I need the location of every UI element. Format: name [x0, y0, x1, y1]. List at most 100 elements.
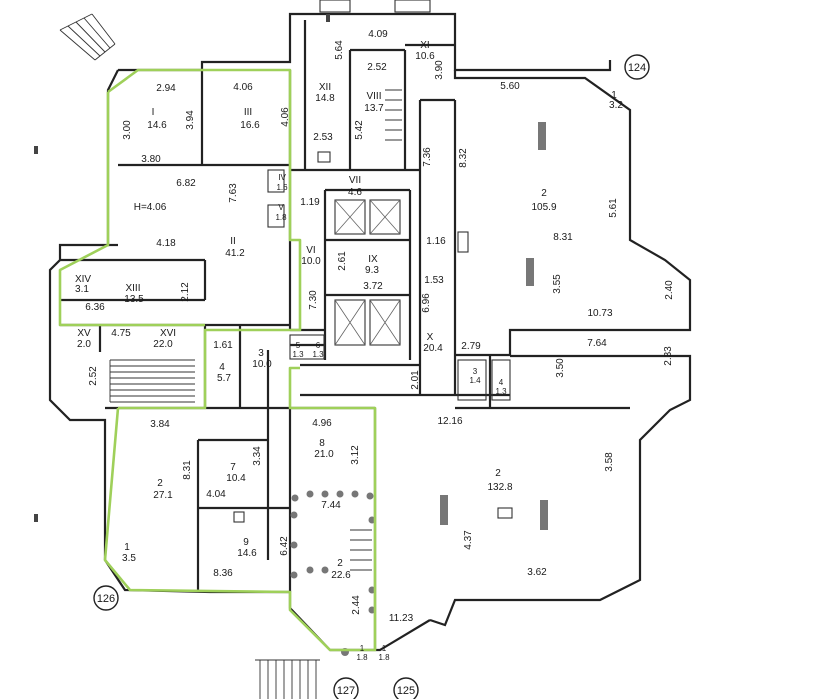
room-num: 2: [337, 558, 343, 569]
room-area: 3.5: [122, 553, 136, 564]
dim: 3.90: [434, 60, 445, 80]
dim: 4.96: [312, 418, 332, 429]
marker-126: 126: [93, 585, 119, 611]
dim: 4.04: [206, 489, 226, 500]
room-area: 13.5: [124, 294, 144, 305]
room-area: 27.1: [153, 490, 173, 501]
marker-127: 127: [333, 677, 359, 699]
marker-label: 127: [337, 685, 355, 697]
room-area: 2.0: [77, 339, 91, 350]
dim: 2.33: [663, 346, 674, 366]
dim: 2.44: [351, 595, 362, 615]
room-num: 4: [219, 362, 225, 373]
room-area: 13.7: [364, 103, 384, 114]
room-num: 1: [360, 644, 365, 653]
dim: 3.12: [350, 445, 361, 465]
room-num: 2: [495, 468, 501, 479]
room-num: XI: [420, 40, 429, 51]
room-area: 14.6: [147, 120, 167, 131]
dim: 4.06: [233, 82, 253, 93]
dim: 7.64: [587, 338, 607, 349]
room-num: 3: [258, 348, 264, 359]
room-area: 22.6: [331, 570, 351, 581]
room-area: 1.3: [292, 350, 304, 359]
dim: 4.09: [368, 29, 388, 40]
dim: 3.80: [141, 154, 161, 165]
room-num: V: [278, 203, 284, 212]
dim: 5.60: [500, 81, 520, 92]
dim: 5.42: [354, 120, 365, 140]
dim: 8.31: [182, 460, 193, 480]
room-num: 1: [382, 644, 387, 653]
dim: 6.82: [176, 178, 196, 189]
dimension-labels: 2.94 4.06 3.80 4.09 2.52 2.53 5.60 6.82 …: [85, 29, 613, 624]
room-num: XVI: [160, 328, 176, 339]
dim: 2.94: [156, 83, 176, 94]
marker-125: 125: [393, 677, 419, 699]
room-area: 16.6: [240, 120, 260, 131]
room-num: II: [230, 236, 236, 247]
highlight-outlines: [58, 68, 377, 652]
dim: 3.58: [604, 452, 615, 472]
room-area: 41.2: [225, 248, 245, 259]
room-num: IX: [368, 254, 378, 265]
room-num: VII: [349, 175, 361, 186]
room-area: 1.4: [469, 376, 481, 385]
room-num: 3: [473, 367, 478, 376]
room-area: 1.8: [356, 653, 368, 662]
room-area: 10.4: [226, 473, 246, 484]
room-num: III: [244, 107, 252, 118]
dim: 2.40: [664, 280, 675, 300]
room-labels: I 14.6 III 16.6 XII 14.8 VIII 13.7 XI 10…: [75, 40, 623, 662]
room-num: XV: [77, 328, 91, 339]
dim: 3.94: [185, 110, 196, 130]
room-area: 22.0: [153, 339, 173, 350]
room-num: XIV: [75, 274, 91, 285]
stairs: [59, 0, 431, 699]
dim: 3.00: [122, 120, 133, 140]
dim: 6.96: [421, 293, 432, 313]
room-area: 20.4: [423, 343, 443, 354]
dim: 2.61: [337, 251, 348, 271]
dim: 5.61: [608, 198, 619, 218]
dim: 1.16: [426, 236, 446, 247]
dim: 2.52: [367, 62, 387, 73]
room-area: 14.8: [315, 93, 335, 104]
dim: 7.44: [321, 500, 341, 511]
dim: 2.79: [461, 341, 481, 352]
room-area: 3.2: [609, 100, 623, 111]
dim: 4.18: [156, 238, 176, 249]
dim: 7.63: [228, 183, 239, 203]
room-num: 1: [124, 542, 130, 553]
dim: 10.73: [587, 308, 612, 319]
room-area: 3.1: [75, 284, 89, 295]
marker-124: 124: [624, 54, 650, 80]
room-num: 2: [157, 478, 163, 489]
dim: 3.50: [555, 358, 566, 378]
columns: [233, 122, 548, 530]
room-area: 10.6: [415, 51, 435, 62]
dim: 6.36: [85, 302, 105, 313]
dim: 5.64: [334, 40, 345, 60]
marker-label: 124: [628, 62, 646, 74]
dim: 4.75: [111, 328, 131, 339]
dim: 4.37: [463, 530, 474, 550]
room-area: 1.8: [378, 653, 390, 662]
room-num: X: [427, 332, 434, 343]
room-num: 9: [243, 537, 249, 548]
room-area: 4.6: [348, 187, 362, 198]
room-num: 7: [230, 462, 236, 473]
corridor-height: H=4.06: [134, 202, 167, 213]
room-num: 2: [541, 188, 547, 199]
room-area: 14.6: [237, 548, 257, 559]
room-area: 21.0: [314, 449, 334, 460]
dim: 6.42: [279, 536, 290, 556]
dim: 2.52: [88, 366, 99, 386]
dim: 8.36: [213, 568, 233, 579]
dim: 11.23: [389, 613, 414, 624]
marker-label: 125: [397, 685, 415, 697]
dim: 7.36: [422, 147, 433, 167]
room-num: XIII: [125, 283, 140, 294]
room-area: 9.3: [365, 265, 379, 276]
